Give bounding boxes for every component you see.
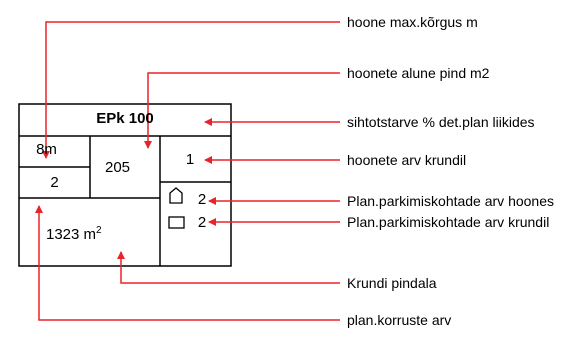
arrow-max-height [42,21,340,159]
arrow-floors [35,205,340,321]
annotation-arrows [35,21,340,321]
label-floors: plan.korruste arv [347,312,452,328]
building-count-value: 1 [185,151,195,168]
parking-building-value: 2 [197,191,207,208]
label-parking-plot: Plan.parkimiskohtade arv krundil [347,214,550,230]
footprint-value: 205 [104,159,131,176]
label-max-height: hoone max.kõrgus m [347,14,478,30]
label-purpose: sihtotstarve % det.plan liikides [347,114,535,130]
house-outline-icon [169,187,183,204]
label-building-count: hoonete arv krundil [347,152,467,168]
arrow-plot-area [117,251,340,284]
plot-area-value: 1323 m2 [46,222,156,244]
plot-area-exponent: 2 [96,225,102,236]
label-parking-building: Plan.parkimiskohtade arv hoones [347,193,555,209]
rectangle-outline-icon [168,216,185,229]
plot-area-number: 1323 m [46,226,97,243]
label-plot-area: Krundi pindala [347,275,437,291]
table-border [18,103,232,267]
parking-plot-value: 2 [197,214,207,231]
legend-table [18,103,232,267]
floors-value: 2 [50,174,59,191]
label-footprint: hoonete alune pind m2 [347,65,490,81]
max-height-value: 8m [36,141,57,158]
arrow-footprint [144,72,340,149]
zone-title: EPk 100 [96,110,154,127]
